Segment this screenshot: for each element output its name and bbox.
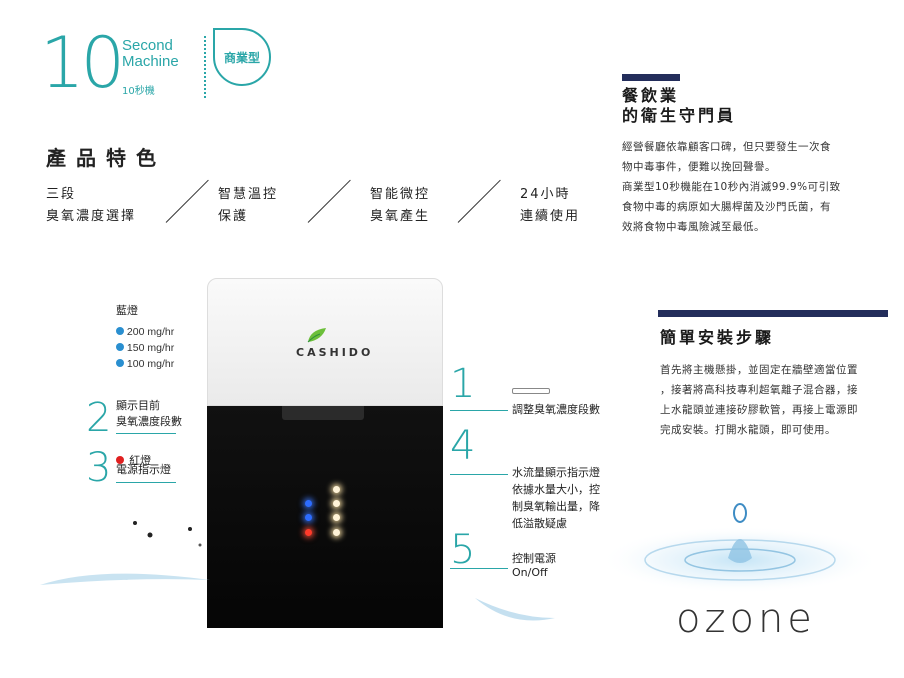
red-dot-icon [116,456,124,464]
device-body [207,406,443,628]
guardian-paragraph: 經營餐廳依靠顧客口碑，但只要發生一次食 物中毒事件，便難以挽回聲譽。 商業型10… [622,141,841,233]
callout-text-1: 調整臭氧濃度段數 [512,403,600,416]
badge-label: 商業型 [223,50,260,65]
model-line1: Second [122,37,173,54]
blue-light-label: 藍燈 [116,304,138,317]
feature-1: 三段 臭氧濃度選擇 [46,187,137,224]
install-title: 簡單安裝步驟 [660,328,775,347]
features-title: 產品特色 [46,146,166,170]
callout-underline [116,482,176,483]
callout-number-1: 1 [450,361,476,407]
callout-text-2: 顯示目前 臭氧濃度段數 [116,399,182,428]
callout-number-2: 2 [86,395,112,441]
flow-led [333,514,340,521]
install-paragraph: 首先將主機懸掛，並固定在牆壁適當位置 ，接著將高科技專利超氧離子混合器，接 上水… [660,364,858,436]
guardian-title-1: 餐飲業 [622,86,680,105]
callout-line [450,410,508,411]
ozone-wordmark: ozone [676,596,816,642]
callout-line [450,568,508,569]
blue-led [305,500,312,507]
device-slot [282,406,364,420]
feature-separator [457,179,501,223]
callout-number-5: 5 [450,527,476,573]
callout-number-3: 3 [86,445,112,491]
divider [204,36,206,98]
flow-led [333,486,340,493]
callout-text-3: 電源指示燈 [116,463,171,476]
blue-led [305,514,312,521]
center-splash-illustration [475,598,555,621]
red-light-label: 紅燈 [116,449,151,469]
callout-number-4: 4 [450,423,476,469]
blue-dot-icon [116,343,124,351]
feature-3: 智能微控 臭氧產生 [370,187,431,224]
water-splash-illustration [600,503,880,594]
callout-line [450,474,508,475]
model-number: 10 [40,22,125,104]
left-splash-illustration [40,521,210,585]
section-bar [658,310,888,317]
knob-icon [512,388,550,394]
feature-4: 24小時 連續使用 [520,187,581,224]
callout-text-4: 水流量顯示指示燈 依據水量大小，控 制臭氧輸出量，降 低溢散疑慮 [512,466,600,530]
blue-dot-icon [116,327,124,335]
device-top-panel [207,278,443,406]
leaf-logo-icon [307,328,326,343]
blue-dot-icon [116,359,124,367]
callout-text-5: 控制電源 On/Off [512,552,556,579]
flow-led [333,500,340,507]
guardian-title-2: 的衛生守門員 [622,106,737,125]
feature-separator [307,179,351,223]
model-cn: 10秒機 [122,86,155,97]
section-bar [622,74,680,81]
callout-underline [116,433,176,434]
red-led [305,529,312,536]
commercial-badge: 商業型 [213,28,271,86]
feature-separator [165,179,209,223]
feature-2: 智慧溫控 保護 [218,187,279,224]
flow-led [333,529,340,536]
level-list: 200 mg/hr 150 mg/hr 100 mg/hr [116,324,174,372]
brand-logo: CASHIDO [296,346,374,359]
model-line2: Machine [122,53,179,70]
